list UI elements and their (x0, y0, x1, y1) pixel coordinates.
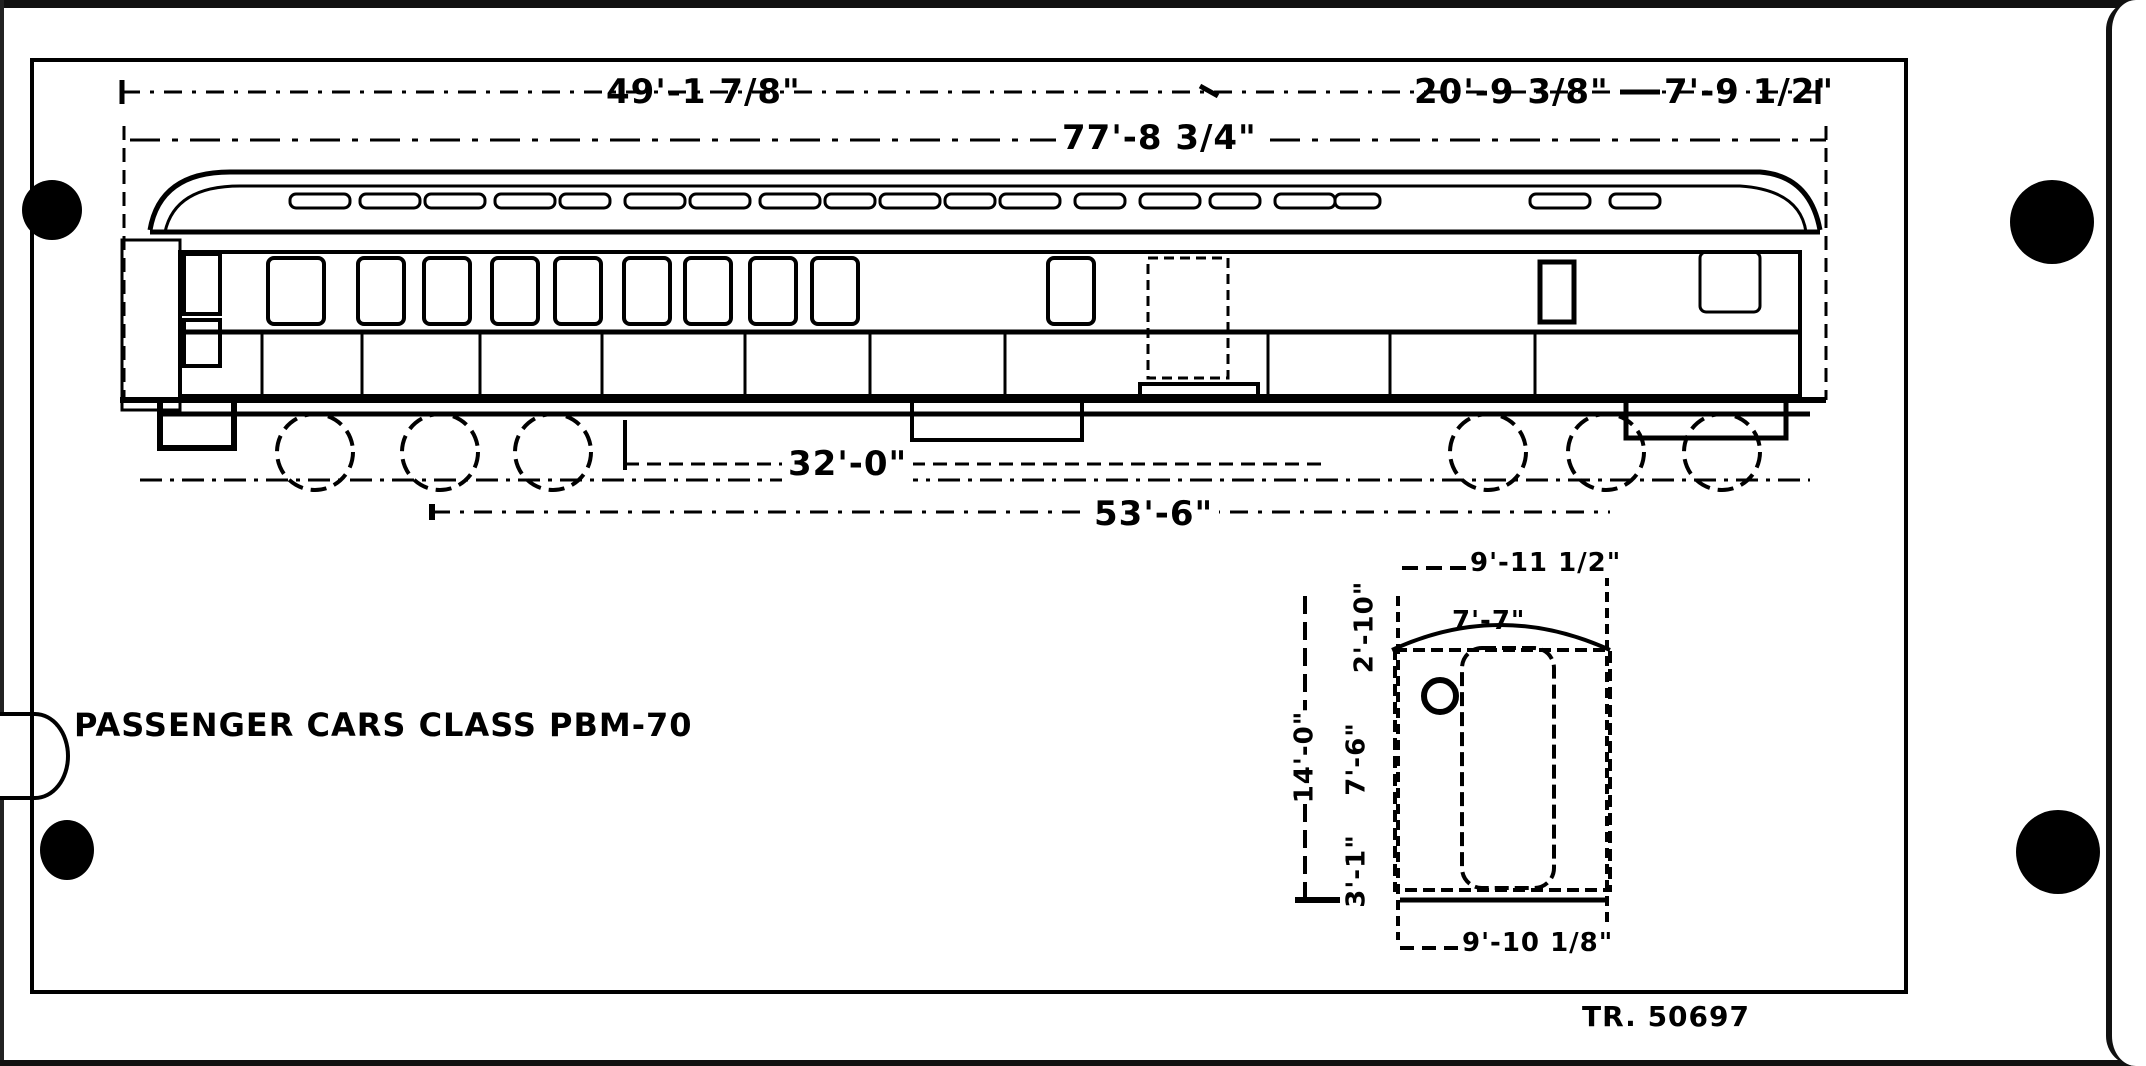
dimension-section-right: 7'-9 1/2" (1664, 72, 1835, 112)
scan-left-edge (0, 0, 4, 1066)
binder-hole-right-bottom (2016, 810, 2100, 894)
reference-number: TR. 50697 (1582, 1000, 1750, 1033)
dimension-roof-height: 2'-10" (1349, 580, 1380, 674)
binder-hole-left-middle (0, 712, 70, 800)
binder-hole-right-top (2010, 180, 2094, 264)
dimension-truck-span: 32'-0" (782, 444, 914, 484)
dimension-section-middle: 20'-9 3/8" (1414, 72, 1609, 112)
scan-top-edge (0, 0, 2146, 8)
dimension-end-width-bottom: 9'-10 1/8" (1458, 928, 1618, 958)
dimension-end-width-top: 9'-11 1/2" (1466, 548, 1626, 578)
dimension-body-height: 7'-6" (1341, 722, 1372, 796)
dimension-truck-centers: 53'-6" (1088, 494, 1220, 534)
dimension-roof-width: 7'-7" (1452, 606, 1526, 636)
card-right-edge (2106, 0, 2146, 1066)
drawing-border (30, 58, 1908, 994)
dimension-underframe-height: 3'-1" (1341, 834, 1372, 908)
dimension-overall-length: 77'-8 3/4" (1056, 118, 1263, 158)
drawing-title: PASSENGER CARS CLASS PBM-70 (74, 706, 693, 744)
binder-hole-left-bottom (40, 820, 94, 880)
dimension-section-left: 49'-1 7/8" (606, 72, 801, 112)
dimension-overall-height: 14'-0" (1289, 710, 1320, 804)
scan-bottom-edge (0, 1060, 2146, 1066)
